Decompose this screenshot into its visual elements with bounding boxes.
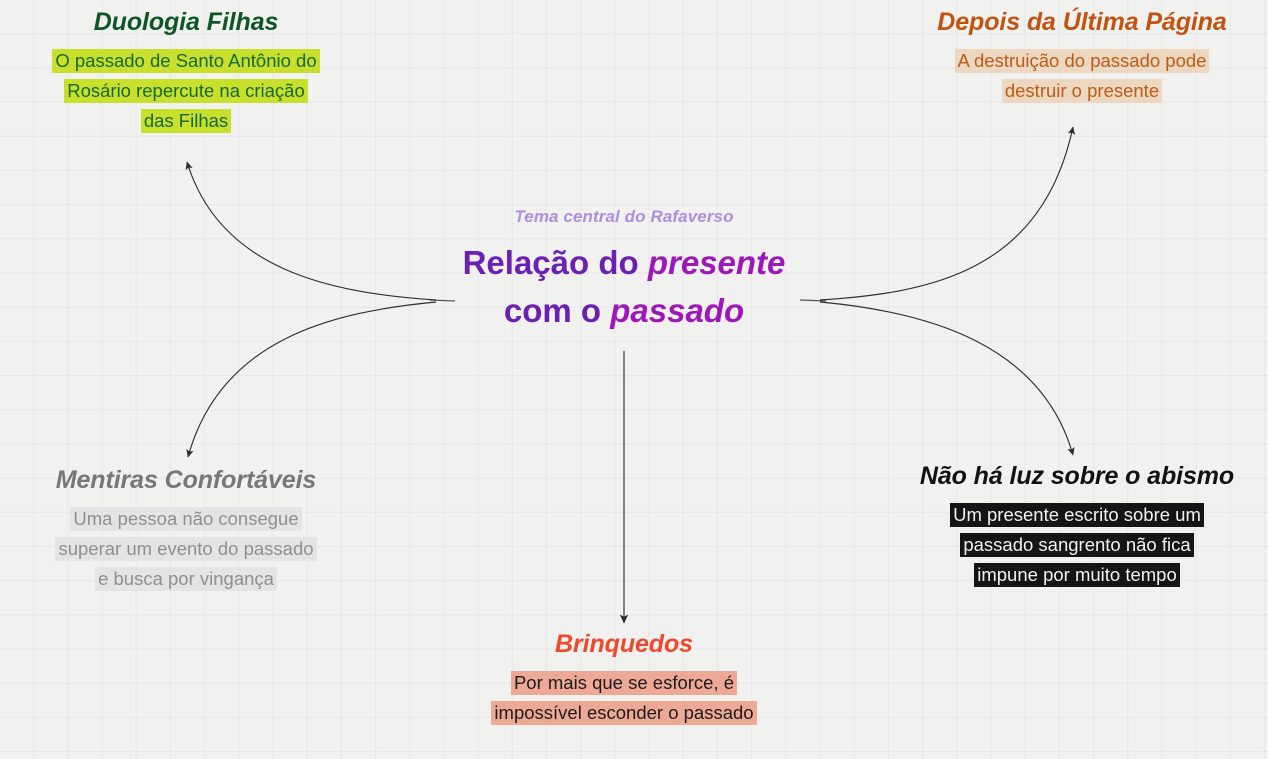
node-depois-da-ultima-pagina-title: Depois da Última Página	[937, 8, 1227, 36]
node-nao-ha-luz-sobre-o-abismo-body: Um presente escrito sobre um passado san…	[886, 500, 1268, 590]
highlight-line: Rosário repercute na criação	[64, 78, 308, 103]
highlight-line: impune por muito tempo	[974, 562, 1180, 587]
node-brinquedos-body: Por mais que se esforce, é impossível es…	[438, 668, 810, 728]
highlight-line: das Filhas	[140, 108, 232, 133]
central-theme-line-1-plain: Relação do	[462, 244, 648, 281]
node-mentiras-confortaveis-body: Uma pessoa não consegue superar um event…	[0, 504, 372, 594]
central-theme-line-2-plain: com o	[503, 291, 611, 329]
central-theme-line-2-emph: passado	[610, 291, 745, 329]
highlight-line: passado sangrento não fica	[960, 532, 1194, 557]
highlight-line: destruir o presente	[1001, 78, 1163, 103]
highlight-line: impossível esconder o passado	[491, 700, 757, 725]
central-theme-line-1-emph: presente	[647, 244, 786, 281]
node-mentiras-confortaveis-title: Mentiras Confortáveis	[55, 466, 317, 494]
node-duologia-filhas-body: O passado de Santo Antônio do Rosário re…	[0, 46, 372, 136]
node-duologia-filhas[interactable]: Duologia Filhas O passado de Santo Antôn…	[0, 8, 372, 136]
central-theme-title: Relação do presente com o passado	[384, 239, 864, 335]
central-theme-node[interactable]: Tema central do Rafaverso Relação do pre…	[384, 207, 864, 335]
highlight-line: Uma pessoa não consegue	[70, 507, 302, 531]
highlight-line: Por mais que se esforce, é	[510, 671, 738, 695]
central-theme-kicker: Tema central do Rafaverso	[514, 207, 734, 226]
highlight-line: A destruição do passado pode	[954, 49, 1210, 73]
highlight-line: Um presente escrito sobre um	[950, 503, 1204, 527]
node-brinquedos-title: Brinquedos	[555, 630, 693, 658]
node-nao-ha-luz-sobre-o-abismo[interactable]: Não há luz sobre o abismo Um presente es…	[886, 462, 1268, 590]
central-theme-line-1: Relação do presente	[384, 239, 864, 287]
highlight-line: superar um evento do passado	[55, 536, 317, 561]
node-duologia-filhas-title: Duologia Filhas	[93, 8, 279, 36]
node-depois-da-ultima-pagina-body: A destruição do passado pode destruir o …	[896, 46, 1268, 106]
central-theme-line-2: com o passado	[384, 287, 864, 335]
node-depois-da-ultima-pagina[interactable]: Depois da Última Página A destruição do …	[896, 8, 1268, 106]
highlight-line: e busca por vingança	[95, 566, 277, 591]
node-nao-ha-luz-sobre-o-abismo-title: Não há luz sobre o abismo	[919, 462, 1235, 490]
node-mentiras-confortaveis[interactable]: Mentiras Confortáveis Uma pessoa não con…	[0, 466, 372, 594]
highlight-line: O passado de Santo Antônio do	[52, 49, 320, 73]
node-brinquedos[interactable]: Brinquedos Por mais que se esforce, é im…	[438, 630, 810, 728]
